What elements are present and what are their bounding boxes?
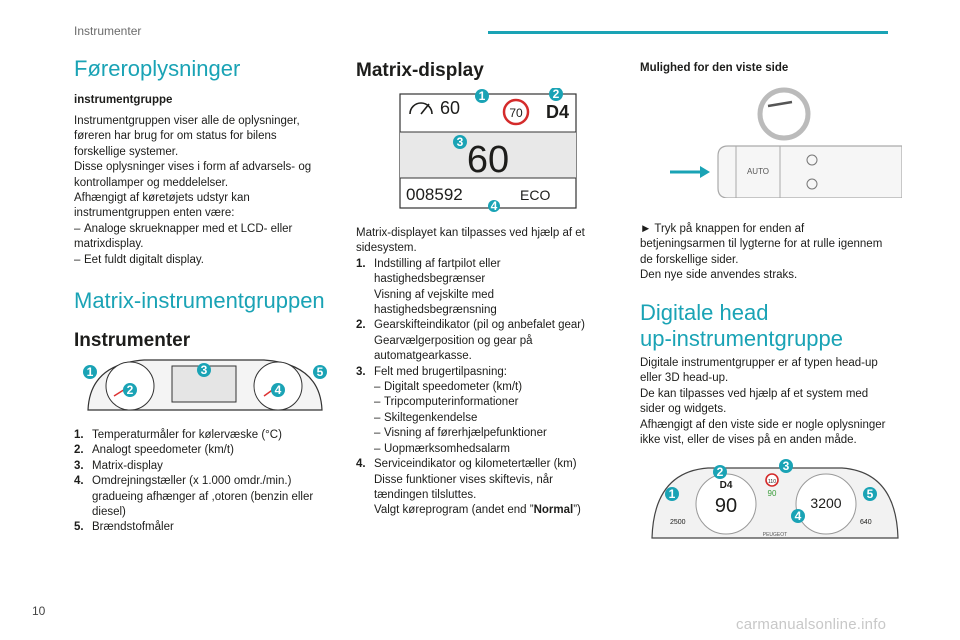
limit-value: 60 (440, 98, 460, 118)
arrow-right-icon (670, 166, 710, 178)
digital-badge-1: 1 (665, 487, 679, 501)
limit-value-90: 90 (768, 489, 777, 498)
svg-text:2: 2 (127, 383, 134, 397)
svg-text:1: 1 (479, 89, 486, 103)
digital-speed-90: 90 (715, 495, 737, 517)
list-item: 5.Brændstofmåler (74, 521, 174, 534)
list-item: 2.Analogt speedometer (km/t) (74, 444, 234, 457)
svg-text:1: 1 (87, 365, 94, 379)
matrix-list: 1. Indstilling af fartpilot eller hastig… (356, 257, 612, 519)
list-item: 3.Matrix-display (74, 459, 163, 472)
cluster-badge-4: 4 (271, 383, 285, 397)
limit-sign-icon: 110 (765, 473, 779, 487)
steering-wheel-icon (757, 87, 811, 141)
display-badge-1: 1 (475, 89, 489, 103)
digital-range: 640 (860, 519, 872, 526)
subheading-visible-page: Mulighed for den viste side (640, 62, 789, 74)
display-badge-4: 4 (488, 199, 500, 212)
light-stalk-illustration: AUTO (670, 87, 902, 198)
digital-badge-5: 5 (863, 487, 877, 501)
digital-speed: 60 (467, 139, 509, 181)
digital-badge-4: 4 (791, 509, 805, 523)
svg-text:1: 1 (669, 487, 676, 501)
cluster-badge-5: 5 (313, 365, 327, 379)
title-matrix-instrumentgruppen: Matrix-instrumentgruppen (74, 288, 325, 313)
list-item: 2. Gearskifteindikator (pil og anbefalet… (356, 319, 585, 363)
list-item: 3. Felt med brugertilpasning: Digitalt s… (356, 365, 612, 458)
page-number: 10 (32, 604, 46, 618)
intro-text: Instrumentgruppen viser alle de oplysnin… (74, 114, 336, 268)
svg-text:4: 4 (491, 199, 498, 212)
digital-rpm: 3200 (810, 495, 841, 511)
speed-sign-icon: 70 (502, 98, 530, 126)
title-digital-head-up: Digitale head up-instrumentgruppe (640, 300, 844, 351)
list-item: 4. Serviceindikator og kilometertæller (… (356, 458, 581, 517)
matrix-display-illustration: 60 70 D4 60 008592 ECO 1 2 3 4 (399, 88, 577, 212)
cluster-badge-2: 2 (123, 383, 137, 397)
watermark: carmanualsonline.info (736, 616, 887, 633)
svg-text:3: 3 (457, 135, 464, 149)
running-header: Instrumenter (74, 24, 142, 38)
display-badge-3: 3 (453, 135, 467, 149)
title-foreroplysninger: Føreroplysninger (74, 56, 241, 81)
list-item: 4.Omdrejningstæller (x 1.000 omdr./min.)… (74, 475, 314, 519)
svg-text:110: 110 (768, 479, 776, 485)
digital-badge-3: 3 (779, 459, 793, 473)
svg-text:4: 4 (795, 509, 802, 523)
brand-label: PEUGEOT (763, 532, 787, 538)
digital-odometer: 2500 (670, 519, 686, 526)
svg-text:5: 5 (867, 487, 874, 501)
svg-text:4: 4 (275, 383, 282, 397)
svg-text:3: 3 (783, 459, 790, 473)
header-rule (488, 31, 888, 34)
cluster-badge-1: 1 (83, 365, 97, 379)
title-matrix-display: Matrix-display (356, 60, 484, 81)
gear-indicator: D4 (546, 102, 569, 122)
list-item: 1.Temperaturmåler for kølervæske (°C) (74, 429, 282, 441)
cluster-illustration: 1 2 3 4 5 (83, 359, 327, 411)
instruction-text: ► Tryk på knappen for enden af betjening… (640, 223, 883, 282)
headlight-icon (806, 154, 818, 190)
svg-text:5: 5 (317, 365, 324, 379)
matrix-text: Matrix-displayet kan tilpasses ved hjælp… (356, 226, 612, 519)
svg-text:2: 2 (717, 465, 724, 479)
svg-text:3: 3 (201, 363, 208, 377)
digital-gear: D4 (720, 480, 733, 491)
digital-cluster-illustration: D4 90 110 90 3200 640 2500 PEUGEOT 1 2 3… (651, 459, 899, 539)
drive-mode: ECO (520, 187, 550, 203)
cluster-badge-3: 3 (197, 363, 211, 377)
odometer: 008592 (406, 185, 463, 204)
speed-sign-value: 70 (509, 106, 523, 120)
digital-badge-2: 2 (713, 465, 727, 479)
stalk-label: AUTO (747, 167, 769, 176)
instrument-list: 1.Temperaturmåler for kølervæske (°C) 2.… (74, 428, 336, 536)
speedometer-icon (409, 102, 433, 115)
svg-text:2: 2 (553, 88, 560, 101)
display-badge-2: 2 (549, 88, 563, 101)
title-instrumenter: Instrumenter (74, 330, 191, 351)
subheading-instrumentgruppe: instrumentgruppe (74, 94, 173, 106)
digital-body-text: Digitale instrumentgrupper er af typen h… (640, 357, 886, 447)
list-item: 1. Indstilling af fartpilot eller hastig… (356, 257, 501, 317)
